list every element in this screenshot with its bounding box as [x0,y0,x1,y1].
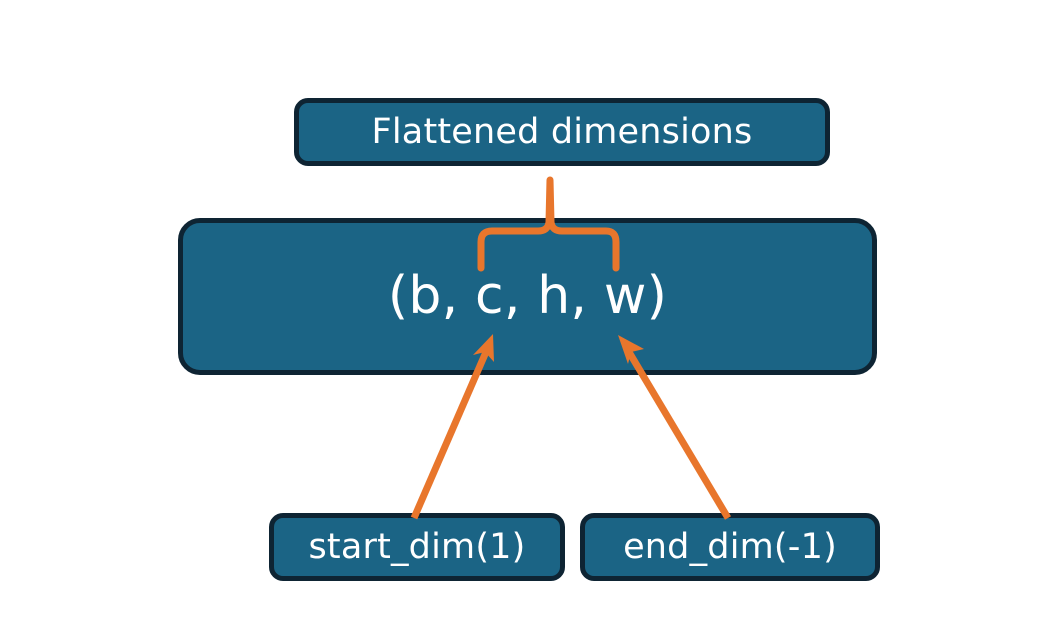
node-start-dim: start_dim(1) [269,513,565,581]
node-end-dim: end_dim(-1) [580,513,880,581]
node-flattened-dimensions-label: Flattened dimensions [371,111,753,152]
node-tensor-shape-label: (b, c, h, w) [387,266,668,327]
node-start-dim-label: start_dim(1) [308,526,526,567]
node-flattened-dimensions: Flattened dimensions [294,98,830,166]
node-tensor-shape: (b, c, h, w) [178,218,877,375]
node-end-dim-label: end_dim(-1) [623,526,837,567]
